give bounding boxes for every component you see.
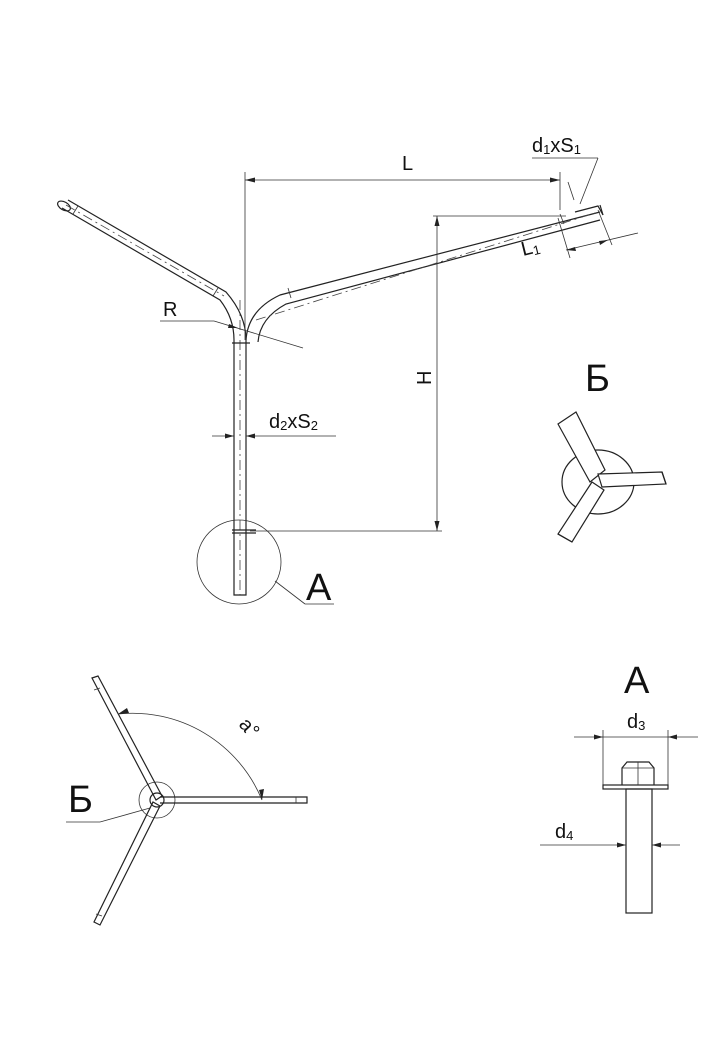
xS2-label: xS bbox=[287, 411, 310, 433]
main-view bbox=[57, 199, 604, 596]
dimension-d1xS1: d1xS1 bbox=[532, 135, 599, 205]
d4-label: d bbox=[555, 821, 566, 843]
svg-text:L1: L1 bbox=[519, 235, 542, 261]
dimension-H: H bbox=[250, 215, 566, 532]
L1-subscript: 1 bbox=[531, 242, 542, 258]
vertical-stem bbox=[232, 300, 256, 596]
right-arm bbox=[245, 204, 604, 343]
d2-subscript: 2 bbox=[280, 418, 287, 433]
detail-A-title: A bbox=[624, 660, 650, 702]
callout-A: A bbox=[196, 519, 334, 609]
svg-text:d2xS2: d2xS2 bbox=[269, 411, 318, 433]
callout-A-label: A bbox=[306, 567, 332, 609]
s1-subscript: 1 bbox=[574, 142, 581, 157]
L1-label: L bbox=[519, 237, 535, 261]
dimension-L: L bbox=[244, 153, 561, 340]
left-arm bbox=[57, 199, 247, 341]
d1-label: d bbox=[532, 135, 543, 157]
dimension-L-label: L bbox=[402, 153, 413, 175]
svg-text:d1xS1: d1xS1 bbox=[532, 135, 581, 157]
detail-A: A d3 d4 bbox=[540, 660, 698, 914]
view-B-plan: a° Б bbox=[66, 675, 308, 926]
dimension-R-label: R bbox=[163, 299, 177, 321]
d3-subscript: 3 bbox=[638, 718, 645, 733]
view-B-isometric: Б bbox=[557, 358, 667, 543]
svg-text:d3: d3 bbox=[627, 711, 645, 733]
dimension-R: R bbox=[160, 299, 304, 349]
s2-subscript: 2 bbox=[311, 418, 318, 433]
view-B-title: Б bbox=[585, 358, 610, 400]
xS1-label: xS bbox=[550, 135, 573, 157]
d3-label: d bbox=[627, 711, 638, 733]
dimension-H-label: H bbox=[414, 371, 436, 385]
dimension-d2xS2: d2xS2 bbox=[212, 411, 336, 439]
d2-label: d bbox=[269, 411, 280, 433]
d4-subscript: 4 bbox=[566, 828, 573, 843]
svg-text:d4: d4 bbox=[555, 821, 573, 843]
dimension-L1: L1 bbox=[519, 209, 639, 261]
angle-label: a° bbox=[234, 714, 263, 743]
d1-subscript: 1 bbox=[543, 142, 550, 157]
view-B-plan-callout: Б bbox=[68, 779, 93, 821]
